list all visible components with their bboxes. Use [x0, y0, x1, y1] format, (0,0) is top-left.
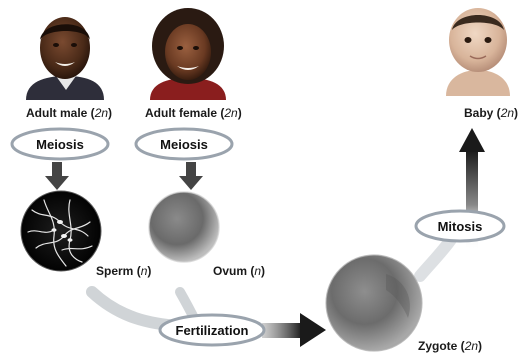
meiosis-female-bubble: Meiosis: [134, 127, 234, 161]
adult-female-photo: [150, 8, 226, 100]
zygote-caption: Zygote (2n): [418, 339, 482, 353]
adult-male-caption: Adult male (2n): [26, 106, 112, 120]
baby-caption: Baby (2n): [464, 106, 518, 120]
fertilization-arrow: [262, 313, 326, 347]
baby-ploidy: 2n: [500, 106, 515, 120]
fertilization-label: Fertilization: [176, 323, 249, 338]
meiosis-male-label: Meiosis: [36, 137, 84, 152]
zygote-ploidy: 2n: [464, 339, 479, 353]
sperm-image: [20, 190, 102, 272]
adult-male-photo: [26, 17, 104, 100]
baby-photo: [446, 8, 510, 96]
zygote-to-mitosis-trail: [414, 232, 458, 282]
zygote-image: [325, 254, 423, 352]
meiosis-female-label: Meiosis: [160, 137, 208, 152]
ovum-label: Ovum: [213, 264, 247, 278]
mitosis-bubble: Mitosis: [414, 209, 506, 243]
meiosis-female-arrow: [179, 162, 203, 190]
adult-male-label: Adult male: [26, 106, 88, 120]
adult-female-label: Adult female: [145, 106, 217, 120]
sperm-caption: Sperm (n): [96, 264, 151, 278]
ovum-ploidy: n: [254, 264, 261, 278]
zygote-label: Zygote: [418, 339, 458, 353]
mitosis-label: Mitosis: [438, 219, 483, 234]
ovum-image: [148, 191, 220, 263]
baby-label: Baby: [464, 106, 494, 120]
adult-female-ploidy: 2n: [223, 106, 238, 120]
meiosis-male-bubble: Meiosis: [10, 127, 110, 161]
sperm-label: Sperm: [96, 264, 133, 278]
ovum-caption: Ovum (n): [213, 264, 265, 278]
adult-female-caption: Adult female (2n): [145, 106, 242, 120]
sperm-ploidy: n: [141, 264, 148, 278]
meiosis-male-arrow: [45, 162, 69, 190]
fertilization-bubble: Fertilization: [158, 313, 266, 347]
adult-male-ploidy: 2n: [94, 106, 109, 120]
